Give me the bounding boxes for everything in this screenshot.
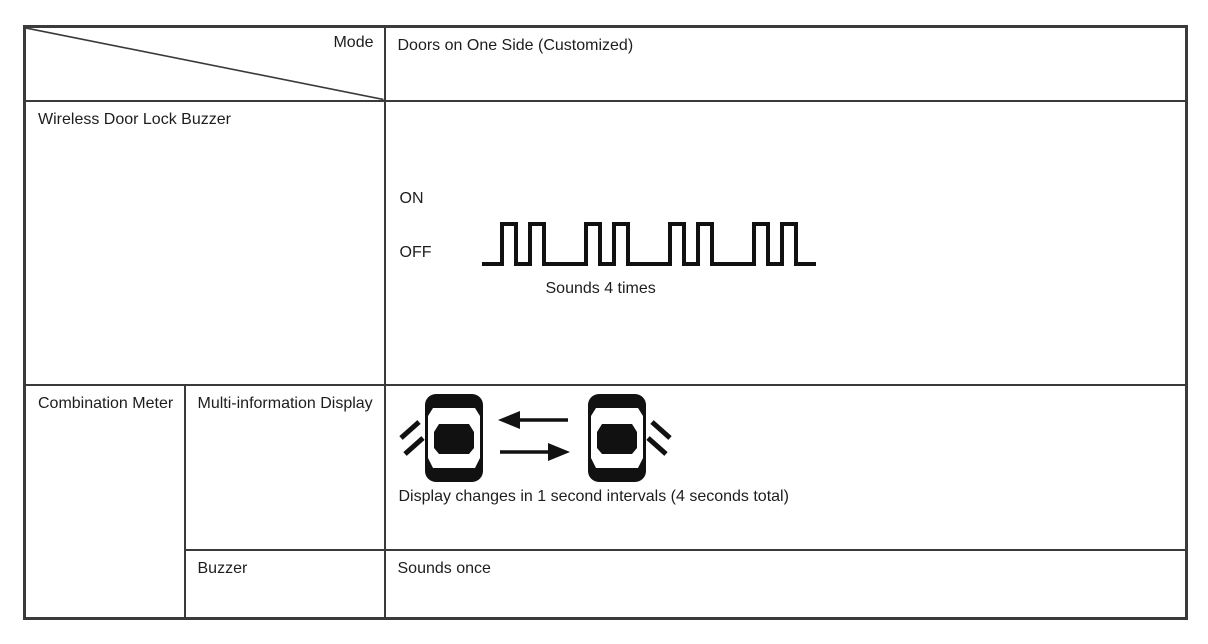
wireless-buzzer-behavior-cell: ON OFF Sounds 4 times <box>383 99 1188 386</box>
wireless-buzzer-label-cell: Wireless Door Lock Buzzer <box>23 99 386 386</box>
swap-arrows-icon <box>497 410 570 461</box>
waveform-off-label: OFF <box>399 243 432 261</box>
meter-buzzer-value-cell: Sounds once <box>383 548 1188 620</box>
buzzer-waveform-line <box>481 221 816 266</box>
diagonal-divider <box>26 28 384 100</box>
meter-buzzer-label-cell: Buzzer <box>183 548 386 620</box>
combination-meter-label-cell: Combination Meter <box>23 383 186 620</box>
car-doors-open-right-icon <box>587 393 672 482</box>
car-doors-open-left-icon <box>398 393 483 482</box>
mode-value-text: Doors on One Side (Customized) <box>397 37 634 54</box>
door-lock-mode-table: Mode Doors on One Side (Customized) Wire… <box>23 25 1188 620</box>
multi-info-display-label: Multi-information Display <box>197 394 373 412</box>
meter-buzzer-label: Buzzer <box>197 559 248 577</box>
waveform-caption: Sounds 4 times <box>545 279 656 297</box>
combination-meter-label: Combination Meter <box>38 394 174 412</box>
mode-value-cell: Doors on One Side (Customized) <box>383 25 1188 102</box>
meter-buzzer-value: Sounds once <box>397 559 491 577</box>
table-corner-cell: Mode <box>23 25 386 102</box>
waveform-on-label: ON <box>399 189 424 207</box>
mode-header-label: Mode <box>333 34 374 51</box>
multi-info-display-label-cell: Multi-information Display <box>183 383 386 551</box>
buzzer-pulse-waveform-icon <box>481 221 816 266</box>
wireless-buzzer-label: Wireless Door Lock Buzzer <box>38 110 231 128</box>
display-change-caption: Display changes in 1 second intervals (4… <box>398 487 789 505</box>
multi-info-display-behavior-cell: Display changes in 1 second intervals (4… <box>383 383 1188 551</box>
